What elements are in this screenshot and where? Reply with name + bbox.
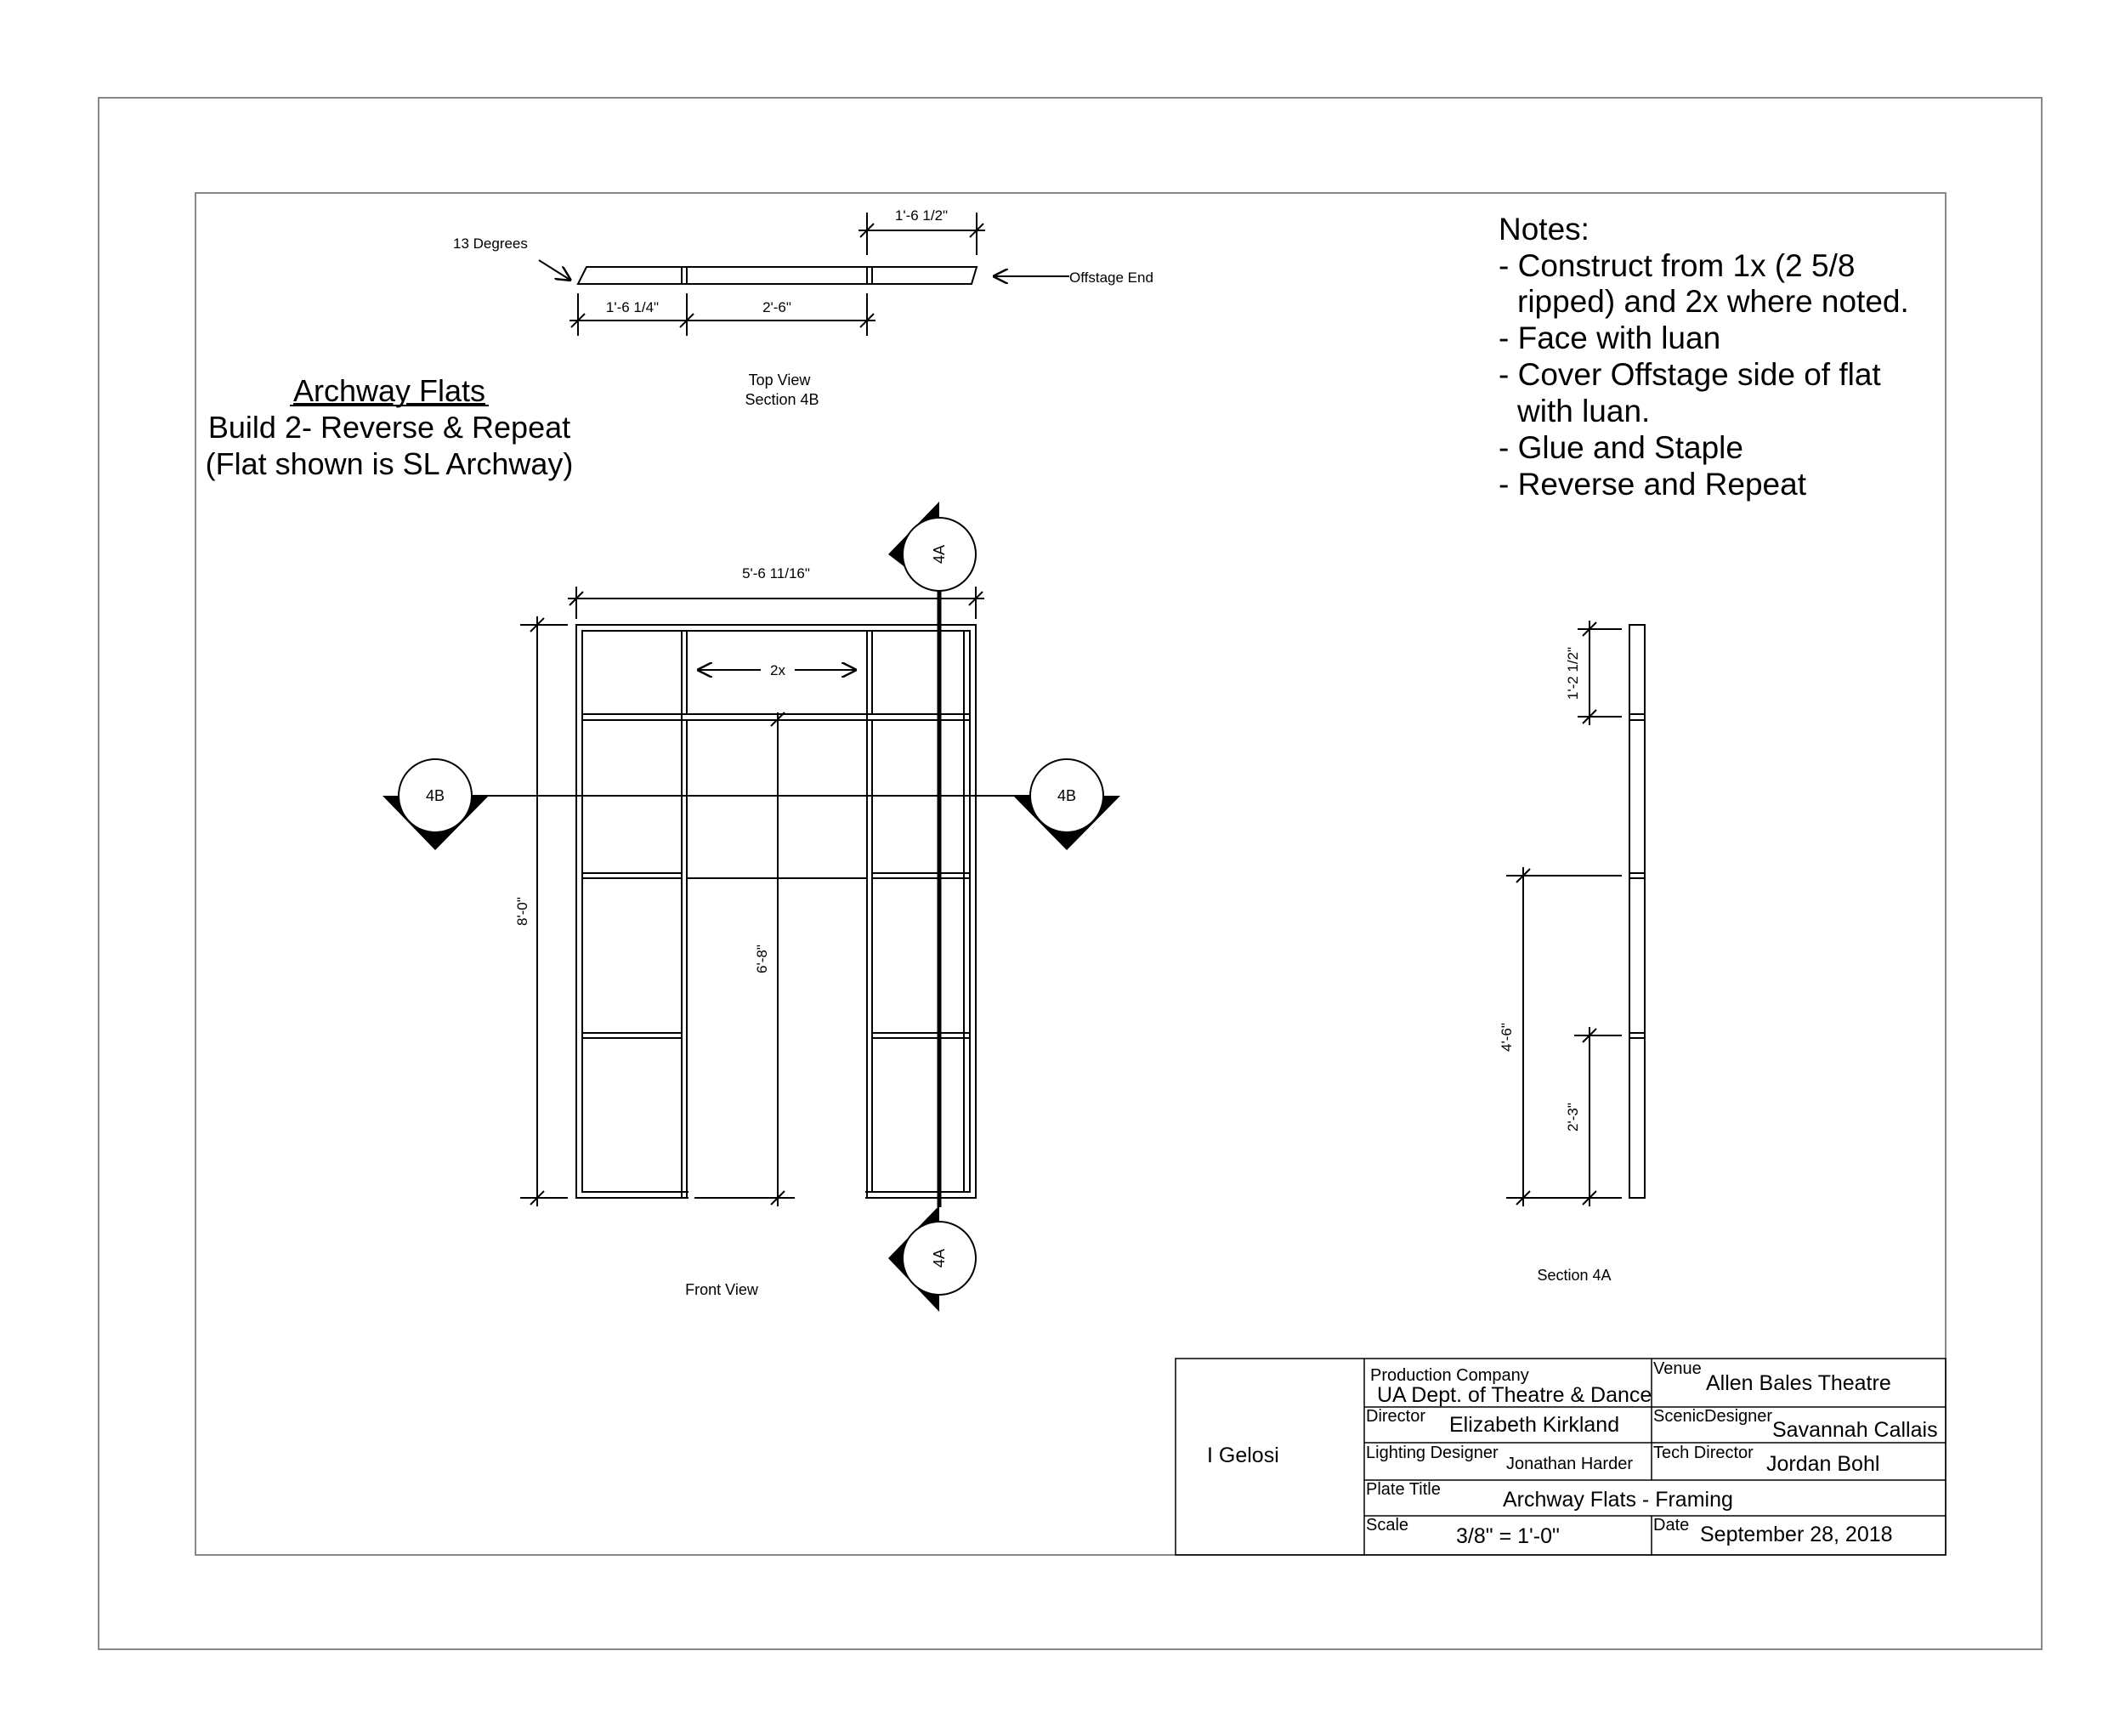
venue-label: Venue <box>1653 1359 1702 1378</box>
director: Elizabeth Kirkland <box>1449 1413 1619 1437</box>
section-4b-label: 4B <box>1057 787 1076 804</box>
section-4a-label: 4A <box>931 545 948 564</box>
width-dimension <box>568 587 984 619</box>
front-view-caption: Front View <box>685 1281 759 1298</box>
angle-label: 13 Degrees <box>453 235 528 252</box>
section-4-6-dim: 4'-6" <box>1499 1023 1515 1052</box>
opening-dim-label: 6'-8" <box>754 945 770 973</box>
inner-border <box>195 192 1946 1556</box>
director-label: Director <box>1366 1407 1425 1426</box>
notes-heading: Notes: <box>1499 212 1590 247</box>
section-4a-label: 4A <box>931 1249 948 1268</box>
note-line: - Cover Offstage side of flat <box>1499 357 1881 392</box>
production-company: UA Dept. of Theatre & Dance <box>1377 1383 1652 1407</box>
tech-director-label: Tech Director <box>1653 1444 1754 1462</box>
section-marker-4b-right <box>1013 758 1120 850</box>
build-note: Build 2- Reverse & Repeat <box>208 410 570 445</box>
scenic-designer-label: ScenicDesigner <box>1653 1407 1772 1426</box>
note-line: ripped) and 2x where noted. <box>1517 284 1909 319</box>
opening-dimension <box>694 712 795 1206</box>
section-top-dim: 1'-2 1/2" <box>1565 647 1581 700</box>
section-marker-4b-left <box>382 758 489 850</box>
plate-title: Archway Flats - Framing <box>1503 1488 1733 1512</box>
width-dim-label: 5'-6 11/16" <box>742 565 810 582</box>
note-line: - Face with luan <box>1499 321 1720 355</box>
flat-note: (Flat shown is SL Archway) <box>206 446 574 481</box>
scenic-designer: Savannah Callais <box>1772 1418 1938 1442</box>
section-4b-caption: Section 4B <box>745 391 819 408</box>
tech-director: Jordan Bohl <box>1766 1452 1879 1476</box>
production-company-label: Production Company <box>1370 1366 1529 1385</box>
date-label: Date <box>1653 1516 1689 1535</box>
section-4b-label: 4B <box>426 787 445 804</box>
lighting-designer-label: Lighting Designer <box>1366 1444 1499 1462</box>
note-line: - Construct from 1x (2 5/8 <box>1499 248 1855 283</box>
plate-title-label: Plate Title <box>1366 1480 1441 1499</box>
left-segment-dim: 1'-6 1/4" <box>606 299 659 315</box>
section-marker-4a-top <box>888 502 977 593</box>
scale: 3/8" = 1'-0" <box>1456 1524 1560 1548</box>
mid-segment-dim: 2'-6" <box>762 299 791 315</box>
title-block <box>1175 1358 1946 1556</box>
note-line: - Reverse and Repeat <box>1499 467 1807 502</box>
offstage-end-label: Offstage End <box>1069 269 1153 286</box>
top-dim-label: 1'-6 1/2" <box>895 207 948 224</box>
lighting-designer: Jonathan Harder <box>1506 1455 1633 1473</box>
height-dimension <box>520 616 568 1206</box>
scale-label: Scale <box>1366 1516 1408 1535</box>
venue: Allen Bales Theatre <box>1706 1371 1891 1395</box>
outer-border <box>98 97 2043 1650</box>
section-4a-view <box>1506 621 1646 1206</box>
section-marker-4a-bottom <box>888 1206 977 1312</box>
height-dim-label: 8'-0" <box>514 897 530 926</box>
date: September 28, 2018 <box>1700 1523 1893 1546</box>
note-line: with luan. <box>1516 394 1650 428</box>
top-view-caption: Top View <box>749 372 812 389</box>
section-2-3-dim: 2'-3" <box>1565 1103 1581 1132</box>
section-4a-caption: Section 4A <box>1537 1267 1611 1284</box>
designer-name: I Gelosi <box>1207 1444 1279 1467</box>
note-line: - Glue and Staple <box>1499 430 1743 465</box>
top-view <box>538 213 1069 336</box>
drawing-title: Archway Flats <box>293 373 485 408</box>
header-2x-note: 2x <box>770 662 785 678</box>
